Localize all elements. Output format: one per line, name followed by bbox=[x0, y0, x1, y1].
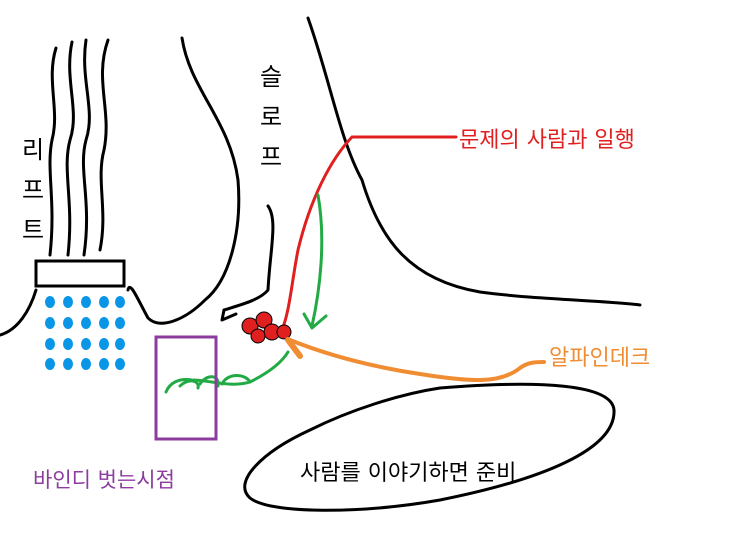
chair-dot bbox=[63, 338, 73, 350]
chair-dot bbox=[99, 317, 109, 329]
walk-path bbox=[164, 350, 290, 394]
chair-dot bbox=[45, 338, 55, 350]
down-arrow bbox=[310, 193, 324, 328]
lift-station bbox=[34, 259, 126, 288]
chair-dot bbox=[99, 338, 109, 350]
person-dot bbox=[250, 328, 266, 344]
lift-label-char: 트 bbox=[21, 216, 45, 244]
left-hill-edge bbox=[0, 288, 38, 337]
group-label: 문제의 사람과 일행 bbox=[459, 128, 635, 153]
chair-dot bbox=[115, 338, 125, 350]
lift-cable-1 bbox=[48, 46, 58, 257]
chair-dot bbox=[81, 296, 91, 308]
movement-path bbox=[164, 193, 328, 394]
binding-label: 바인디 벗는시점 bbox=[33, 468, 175, 492]
slope-label-char: 로 bbox=[259, 103, 283, 131]
inner-slope-edge bbox=[222, 204, 275, 312]
slope-arrow-head bbox=[220, 308, 238, 322]
chair-dot bbox=[81, 338, 91, 350]
chair-dot bbox=[99, 296, 109, 308]
chair-dot bbox=[115, 358, 125, 370]
prep-area-oval bbox=[243, 382, 616, 512]
right-slope-edge bbox=[306, 16, 642, 307]
left-slope-edge bbox=[126, 36, 241, 325]
footprint-1 bbox=[178, 379, 200, 390]
deck-line-end bbox=[285, 337, 303, 359]
chair-dot bbox=[81, 358, 91, 370]
down-arrow-head bbox=[302, 312, 328, 330]
chair-dot bbox=[45, 317, 55, 329]
chair-dot bbox=[115, 317, 125, 329]
chair-dot bbox=[81, 317, 91, 329]
slope-label-char: 슬 bbox=[259, 63, 283, 91]
lift-cables bbox=[48, 38, 110, 257]
lift-label-char: 프 bbox=[21, 176, 45, 204]
prep-area-label: 사람를 이야기하면 준비 bbox=[300, 461, 517, 486]
chair-dot bbox=[115, 296, 125, 308]
person-dot bbox=[276, 324, 292, 340]
lift-cable-4 bbox=[98, 38, 110, 252]
chair-dot bbox=[63, 317, 73, 329]
chair-dot bbox=[45, 358, 55, 370]
footprint-3 bbox=[220, 374, 252, 386]
lift-cable-3 bbox=[81, 38, 91, 257]
slope-label: 슬 로 프 bbox=[256, 57, 286, 177]
group-line bbox=[280, 135, 458, 332]
lift-chairs bbox=[45, 296, 125, 370]
lift-cable-2 bbox=[65, 40, 75, 257]
chair-dot bbox=[63, 296, 73, 308]
chair-dot bbox=[63, 358, 73, 370]
chair-dot bbox=[99, 358, 109, 370]
chair-dot bbox=[45, 296, 55, 308]
deck-label: 알파인데크 bbox=[549, 346, 651, 371]
slope-label-char: 프 bbox=[259, 143, 283, 171]
slope-outlines bbox=[0, 16, 642, 337]
lift-label-char: 리 bbox=[21, 136, 45, 164]
lift-label: 리 프 트 bbox=[18, 130, 48, 250]
footprint-2 bbox=[198, 375, 220, 388]
binding-box bbox=[154, 335, 218, 441]
person-dot bbox=[255, 311, 273, 329]
group-cluster bbox=[241, 311, 292, 344]
deck-line bbox=[288, 338, 546, 383]
